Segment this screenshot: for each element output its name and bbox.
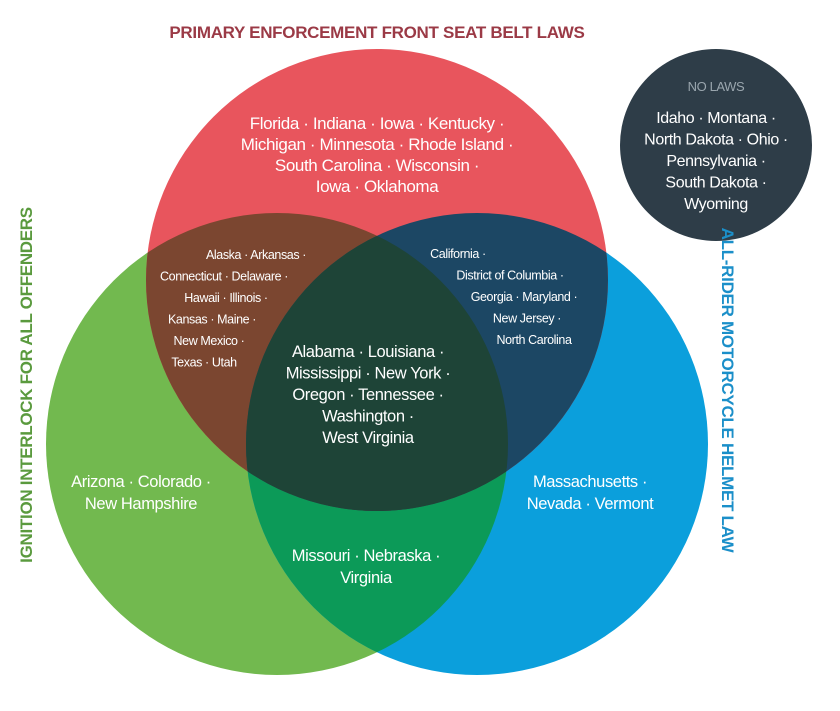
region-green-blue-line: Missouri · Nebraska · [292, 547, 440, 565]
region-red-only-line: South Carolina · Wisconsin · [275, 156, 479, 175]
region-center-line: Mississippi · New York · [286, 365, 451, 383]
region-red-green-line: Alaska · Arkansas · [206, 248, 306, 262]
region-green-blue-line: Virginia [340, 569, 393, 587]
region-blue-only-line: Massachusetts · [533, 473, 647, 491]
no-laws-circle [620, 49, 812, 241]
region-red-only-line: Iowa · Oklahoma [316, 177, 439, 196]
region-no-laws-line: North Dakota · Ohio · [644, 132, 788, 149]
region-green-only-line: New Hampshire [85, 495, 197, 513]
region-no-laws-line: Idaho · Montana · [656, 110, 776, 127]
region-red-green-line: Kansas · Maine · [168, 313, 256, 327]
region-blue-only-line: Nevada · Vermont [527, 495, 654, 513]
region-center-line: Alabama · Louisiana · [292, 343, 444, 361]
region-center-line: Oregon · Tennessee · [292, 386, 443, 404]
region-red-only-line: Michigan · Minnesota · Rhode Island · [241, 135, 513, 154]
region-no-laws-line: South Dakota · [665, 175, 766, 192]
region-no-laws-line: Wyoming [684, 196, 748, 213]
region-no-laws-line: Pennsylvania · [666, 153, 765, 170]
all-three-overlap [246, 213, 508, 511]
region-red-blue-line: Georgia · Maryland · [471, 290, 578, 304]
region-red-blue-line: New Jersey · [493, 312, 561, 326]
helmet-law-label: ALL-RIDER MOTORCYCLE HELMET LAW [718, 228, 737, 554]
no-laws-title: NO LAWS [688, 79, 745, 94]
region-red-blue-line: California · [430, 247, 486, 261]
region-red-green-line: Connecticut · Delaware · [160, 270, 288, 284]
region-red-green-line: New Mexico · [174, 334, 245, 348]
ignition-interlock-label: IGNITION INTERLOCK FOR ALL OFFENDERS [17, 207, 36, 563]
region-green-only-line: Arizona · Colorado · [71, 473, 211, 491]
region-red-only-line: Florida · Indiana · Iowa · Kentucky · [250, 114, 504, 133]
region-red-green-line: Texas · Utah [171, 356, 237, 370]
region-center-line: West Virginia [322, 429, 415, 447]
region-red-blue-line: District of Columbia · [456, 269, 563, 283]
seat-belt-label: PRIMARY ENFORCEMENT FRONT SEAT BELT LAWS [169, 23, 584, 42]
region-red-blue-line: North Carolina [497, 333, 572, 347]
region-red-green-line: Hawaii · Illinois · [184, 291, 267, 305]
region-center-line: Washington · [322, 408, 414, 426]
